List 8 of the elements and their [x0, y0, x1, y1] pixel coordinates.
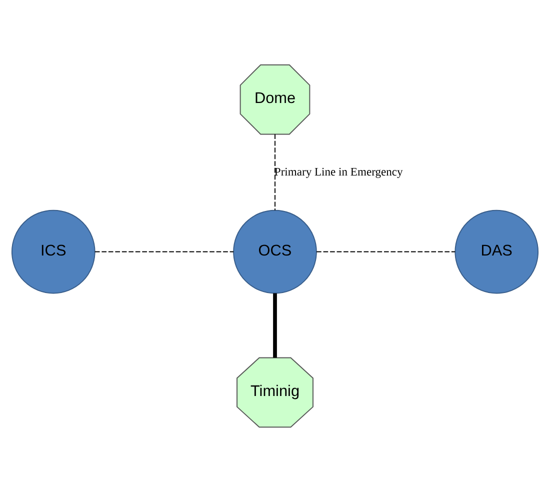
- connector: [316, 250, 456, 252]
- node-circle: DAS: [454, 209, 539, 294]
- connector: [273, 292, 277, 358]
- node-circle: ICS: [11, 209, 96, 294]
- node-circle: OCS: [233, 209, 317, 294]
- connector: [274, 133, 276, 210]
- connector: [94, 250, 234, 252]
- edge-label: Primary Line in Emergency: [274, 164, 403, 178]
